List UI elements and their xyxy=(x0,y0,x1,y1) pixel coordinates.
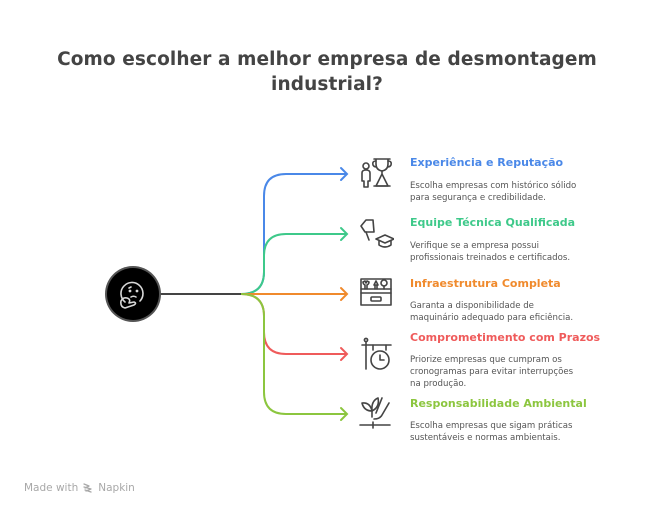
item-title-1: Experiência e Reputação xyxy=(410,156,564,169)
arrow-head-3 xyxy=(340,287,349,301)
description-line: Escolha empresas com histórico sólido xyxy=(410,181,577,191)
arrow-head-5 xyxy=(340,407,349,421)
branch-line-4 xyxy=(240,293,347,355)
item-description-1: Escolha empresas com histórico sólido par… xyxy=(410,180,620,204)
arrow-head-1 xyxy=(340,167,349,181)
item-description-3: Garanta a disponibilidade de maquinário a… xyxy=(410,300,620,324)
item-title-3: Infraestrutura Completa xyxy=(410,277,561,290)
item-description-2: Verifique se a empresa possui profissiona… xyxy=(410,240,620,264)
hand-plant-icon xyxy=(359,397,391,429)
description-line: Verifique se a empresa possui xyxy=(410,241,539,251)
arrow-head-4 xyxy=(340,347,349,361)
item-title-5: Responsabilidade Ambiental xyxy=(410,397,587,410)
toolbox-icon xyxy=(360,278,392,306)
item-description-4: Priorize empresas que cumpram os cronogra… xyxy=(410,354,620,390)
arrow-head-2 xyxy=(340,227,349,241)
description-line: sustentáveis e normas ambientais. xyxy=(410,433,561,443)
hanging-clock-icon xyxy=(361,337,392,370)
napkin-attribution[interactable]: Made with Napkin xyxy=(24,482,135,494)
hub-node xyxy=(107,268,159,320)
item-description-5: Escolha empresas que sigam práticas suste… xyxy=(410,420,620,444)
description-line: Priorize empresas que cumpram os xyxy=(410,355,562,365)
item-title-4: Comprometimento com Prazos xyxy=(410,331,601,344)
item-title-2: Equipe Técnica Qualificada xyxy=(410,216,576,229)
description-line: Garanta a disponibilidade de xyxy=(410,301,534,311)
description-line: para segurança e credibilidade. xyxy=(410,193,546,203)
diagram-title: Como escolher a melhor empresa de desmon… xyxy=(0,47,654,97)
description-line: Escolha empresas que sigam práticas xyxy=(410,421,573,431)
description-line: profissionais treinados e certificados. xyxy=(410,253,571,263)
person-trophy-icon xyxy=(361,158,392,188)
napkin-logo-icon xyxy=(83,483,92,493)
branch-line-5 xyxy=(240,293,347,415)
made-with-label: Made with xyxy=(24,482,79,494)
branch-line-2 xyxy=(240,233,347,295)
description-line: maquinário adequado para eficiência. xyxy=(410,313,574,323)
description-line: na produção. xyxy=(410,379,467,389)
title-line-2: industrial? xyxy=(271,74,383,95)
thinking-face-icon xyxy=(120,281,144,309)
napkin-brand-label: Napkin xyxy=(98,482,135,494)
flag-graduation-cap-icon xyxy=(360,219,394,248)
title-line-1: Como escolher a melhor empresa de desmon… xyxy=(57,49,597,70)
description-line: cronogramas para evitar interrupções xyxy=(410,367,574,377)
